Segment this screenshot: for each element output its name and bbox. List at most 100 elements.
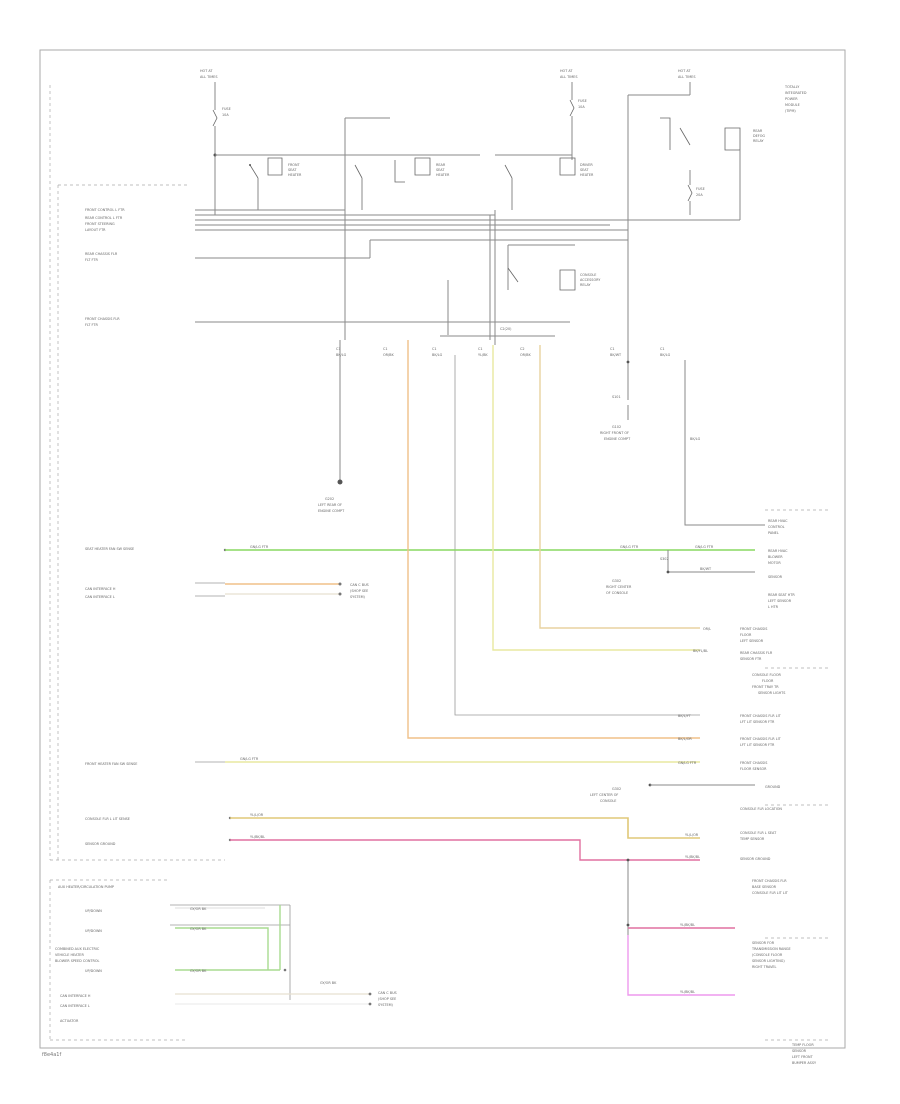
svg-text:SENSOR: SENSOR (768, 575, 783, 579)
svg-text:YL/BK/BL: YL/BK/BL (250, 835, 265, 839)
svg-text:FRONT CHASSIS FLR LIT: FRONT CHASSIS FLR LIT (740, 737, 782, 741)
svg-text:10A: 10A (578, 105, 585, 109)
svg-text:FUSE: FUSE (222, 107, 231, 111)
svg-text:C2(20): C2(20) (500, 327, 512, 331)
svg-text:GY/OR BK: GY/OR BK (320, 981, 337, 985)
svg-text:SENSOR GROUND: SENSOR GROUND (740, 857, 771, 861)
svg-text:GN/LG FTR: GN/LG FTR (250, 545, 269, 549)
svg-text:BK/LG: BK/LG (336, 353, 347, 357)
svg-text:BK/WT: BK/WT (610, 353, 622, 357)
svg-text:C1: C1 (383, 347, 388, 351)
svg-text:(SHOP SEE: (SHOP SEE (378, 997, 396, 1001)
svg-text:HOT AT: HOT AT (678, 69, 691, 73)
svg-text:C1: C1 (610, 347, 615, 351)
svg-text:TEMP SENSOR: TEMP SENSOR (739, 837, 765, 841)
svg-text:SENSOR FTR: SENSOR FTR (740, 657, 762, 661)
svg-text:G302: G302 (612, 579, 621, 583)
bottom-left-module: AUX HEATER/CIRCULATION PUMP UP/DOWN UP/D… (55, 885, 397, 1023)
svg-text:BUMPER ASSY: BUMPER ASSY (792, 1061, 817, 1065)
svg-text:SEAT: SEAT (288, 168, 297, 172)
svg-text:CONSOLE FLR L LIT SENSE: CONSOLE FLR L LIT SENSE (85, 817, 130, 821)
bus-wires-top: FRONT CONTROL L FTR REAR CONTROL L FTR F… (85, 208, 740, 345)
left-module-boundary (49, 85, 225, 1041)
svg-text:YL/BK: YL/BK (478, 353, 488, 357)
svg-text:HEATER: HEATER (580, 173, 594, 177)
svg-text:ENGINE COMPT: ENGINE COMPT (318, 509, 345, 513)
svg-text:FLT FTR: FLT FTR (85, 258, 98, 262)
svg-text:AUX HEATER/CIRCULATION PUMP: AUX HEATER/CIRCULATION PUMP (58, 885, 114, 889)
svg-text:RELAY: RELAY (753, 139, 765, 143)
wire-green: SEAT HEATER FAN SW SENSE GN/LG FTR GN/LG… (85, 545, 755, 595)
svg-text:GN/LG FTR: GN/LG FTR (620, 545, 639, 549)
svg-text:G202: G202 (325, 497, 334, 501)
svg-text:POWER: POWER (785, 97, 798, 101)
svg-text:YL/BK/BL: YL/BK/BL (680, 923, 695, 927)
svg-text:CONSOLE FLOOR: CONSOLE FLOOR (752, 673, 782, 677)
svg-text:GN/LG FTR: GN/LG FTR (240, 757, 259, 761)
svg-text:SYSTEM): SYSTEM) (378, 1003, 394, 1007)
svg-text:SENSOR GROUND: SENSOR GROUND (85, 842, 116, 846)
svg-text:RIGHT FRONT OF: RIGHT FRONT OF (600, 431, 629, 435)
svg-text:OF CONSOLE: OF CONSOLE (606, 591, 628, 595)
svg-text:LEFT REAR OF: LEFT REAR OF (318, 503, 342, 507)
svg-text:FRONT CHASSIS: FRONT CHASSIS (740, 627, 767, 631)
svg-text:FRONT CHASSIS FLR LIT: FRONT CHASSIS FLR LIT (740, 714, 782, 718)
svg-text:LEFT CENTER OF: LEFT CENTER OF (590, 793, 618, 797)
svg-text:UP/DOWN: UP/DOWN (85, 929, 102, 933)
svg-text:GY/OR BK: GY/OR BK (190, 969, 207, 973)
svg-text:UP/DOWN: UP/DOWN (85, 909, 102, 913)
svg-text:MODULE: MODULE (785, 103, 800, 107)
svg-text:REAR SEAT HTR: REAR SEAT HTR (768, 593, 795, 597)
svg-text:ENGINE COMPT: ENGINE COMPT (604, 437, 631, 441)
svg-text:LEFT FRONT: LEFT FRONT (792, 1055, 814, 1059)
svg-text:CAN INTERFACE L: CAN INTERFACE L (60, 1004, 90, 1008)
svg-text:S302: S302 (660, 557, 669, 561)
svg-text:FRONT: FRONT (288, 163, 301, 167)
svg-text:SEAT: SEAT (436, 168, 445, 172)
svg-text:FLT FTR: FLT FTR (85, 323, 98, 327)
diagram-frame (39, 49, 846, 1049)
svg-text:LEFT SENSOR: LEFT SENSOR (740, 639, 764, 643)
footer-code: f8e4a1f (42, 1052, 61, 1058)
svg-text:YL/L/OR: YL/L/OR (685, 833, 699, 837)
svg-text:DEFOG: DEFOG (753, 134, 765, 138)
svg-text:YL/L/OR: YL/L/OR (250, 813, 264, 817)
svg-text:C1: C1 (432, 347, 437, 351)
svg-text:CONSOLE FLR L SEAT: CONSOLE FLR L SEAT (740, 831, 777, 835)
svg-text:10A: 10A (222, 113, 229, 117)
svg-text:BK/L/YT: BK/L/YT (678, 714, 692, 718)
svg-text:CAN INTERFACE L: CAN INTERFACE L (85, 595, 115, 599)
svg-text:(TIPM): (TIPM) (785, 109, 796, 113)
svg-text:FLOOR: FLOOR (740, 633, 752, 637)
svg-text:20A: 20A (696, 193, 703, 197)
svg-text:BK/LG: BK/LG (690, 437, 701, 441)
wire-tan: FRONT HEATER FAN SW SENSE GN/LG FTR BK/L… (85, 714, 755, 803)
svg-text:SEAT: SEAT (580, 168, 589, 172)
svg-text:OR/L: OR/L (703, 627, 711, 631)
svg-text:SENSOR LIGHTING): SENSOR LIGHTING) (752, 959, 785, 963)
svg-text:BASE SENSOR: BASE SENSOR (752, 885, 777, 889)
svg-text:BK/LG: BK/LG (660, 353, 671, 357)
svg-text:BK/WT: BK/WT (700, 567, 712, 571)
svg-text:INTEGRATED: INTEGRATED (785, 91, 807, 95)
svg-text:ACTUATOR: ACTUATOR (60, 1019, 79, 1023)
svg-text:G302: G302 (612, 787, 621, 791)
svg-text:C1: C1 (336, 347, 341, 351)
svg-text:CONSOLE: CONSOLE (580, 273, 596, 277)
svg-text:C1: C1 (660, 347, 665, 351)
svg-text:RELAY: RELAY (580, 283, 592, 287)
svg-text:GY/OR BK: GY/OR BK (190, 907, 207, 911)
svg-text:HEATER: HEATER (436, 173, 450, 177)
svg-text:RIGHT CENTER: RIGHT CENTER (606, 585, 632, 589)
svg-text:YL/BK/BL: YL/BK/BL (685, 855, 700, 859)
svg-text:SENSOR: SENSOR (792, 1049, 807, 1053)
svg-text:FUSE: FUSE (696, 187, 705, 191)
svg-text:FRONT STEERING: FRONT STEERING (85, 222, 115, 226)
